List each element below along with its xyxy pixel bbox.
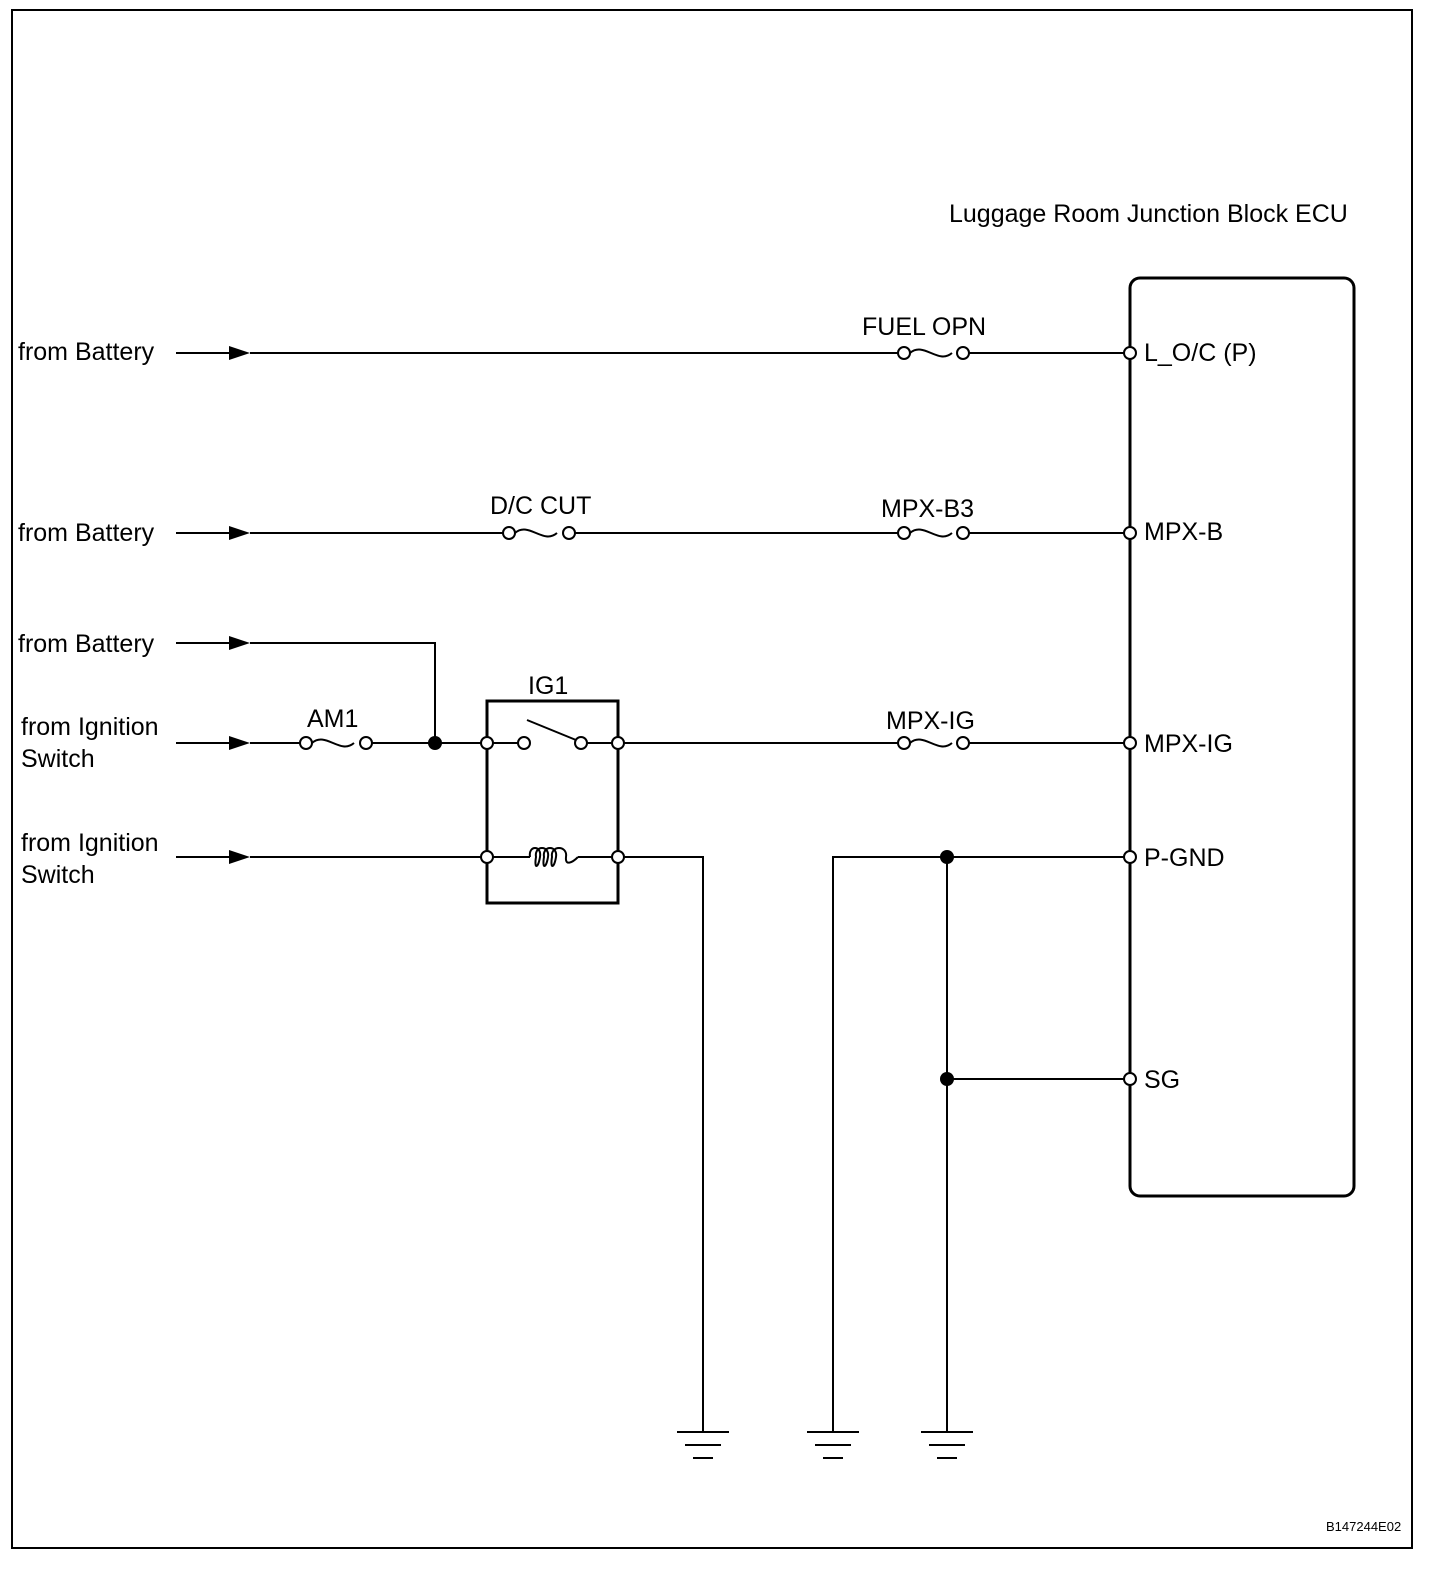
relay-ig1: IG1 (480, 672, 625, 905)
fuse-label-mpx-ig: MPX-IG (886, 707, 975, 735)
ground-icon (677, 1431, 729, 1459)
relay-label-ig1: IG1 (528, 672, 568, 700)
junction-dot (940, 1072, 954, 1086)
source-label-ignition-2: from Ignition Switch (21, 829, 166, 889)
circuit-row-mpx-b: from Battery D/C CUT MPX-B3 MPX-B (18, 492, 1223, 547)
circuit-row-fuel-opn: from Battery FUEL OPN L_O/C (P) (18, 313, 1257, 367)
pin-label-pgnd: P-GND (1144, 844, 1225, 872)
source-label-ignition-1: from Ignition Switch (21, 713, 166, 773)
source-label-battery-2: from Battery (18, 519, 155, 547)
arrow-icon (229, 636, 250, 650)
ground-icon (807, 1431, 859, 1459)
source-label-ignition-1-line2: Switch (21, 745, 95, 773)
pin-label-mpxb: MPX-B (1144, 518, 1223, 546)
ecu-terminal-pgnd (1123, 850, 1137, 864)
relay-coil-icon (528, 847, 579, 867)
source-label-battery-3: from Battery (18, 630, 155, 658)
source-label-ignition-2-line1: from Ignition (21, 829, 159, 857)
fuse-am1: AM1 (299, 705, 373, 750)
fuse-mpx-b3: MPX-B3 (881, 495, 974, 540)
relay-box (485, 699, 620, 905)
pin-label-mpxig: MPX-IG (1144, 730, 1233, 758)
source-label-battery-1: from Battery (18, 338, 155, 366)
pin-label-sg: SG (1144, 1066, 1180, 1094)
ecu-terminal-sg (1123, 1072, 1137, 1086)
ground-network: P-GND SG (832, 844, 1225, 1432)
figure-code: B147244E02 (1326, 1519, 1401, 1534)
fuse-label-mpx-b3: MPX-B3 (881, 495, 974, 523)
fuse-mpx-ig: MPX-IG (886, 707, 975, 750)
arrow-icon (229, 736, 250, 750)
fuse-label-dc-cut: D/C CUT (490, 492, 591, 520)
source-label-ignition-2-line2: Switch (21, 861, 95, 889)
pin-label-loc: L_O/C (P) (1144, 339, 1257, 367)
fuse-dc-cut: D/C CUT (490, 492, 591, 540)
arrow-icon (229, 850, 250, 864)
circuit-row-relay-coil: from Ignition Switch (21, 829, 704, 1432)
diagram-frame (11, 9, 1413, 1549)
circuit-row-mpx-ig: from Ignition Switch AM1 MPX-IG MPX-IG (21, 705, 1233, 773)
ecu-title: Luggage Room Junction Block ECU (949, 200, 1348, 228)
ground-icon (921, 1431, 973, 1459)
ecu-terminal-mpxig (1123, 736, 1137, 750)
fuse-label-am1: AM1 (307, 705, 358, 733)
source-label-ignition-1-line1: from Ignition (21, 713, 159, 741)
junction-dot (940, 850, 954, 864)
arrow-icon (229, 526, 250, 540)
relay-switch-icon (517, 719, 588, 750)
fuse-label-fuel-opn: FUEL OPN (862, 313, 986, 341)
fuse-fuel-opn: FUEL OPN (862, 313, 986, 360)
ecu-terminal-mpxb (1123, 526, 1137, 540)
arrow-icon (229, 346, 250, 360)
circuit-row-battery-3: from Battery (18, 630, 436, 743)
junction-dot (428, 736, 442, 750)
ecu-terminal-loc (1123, 346, 1137, 360)
